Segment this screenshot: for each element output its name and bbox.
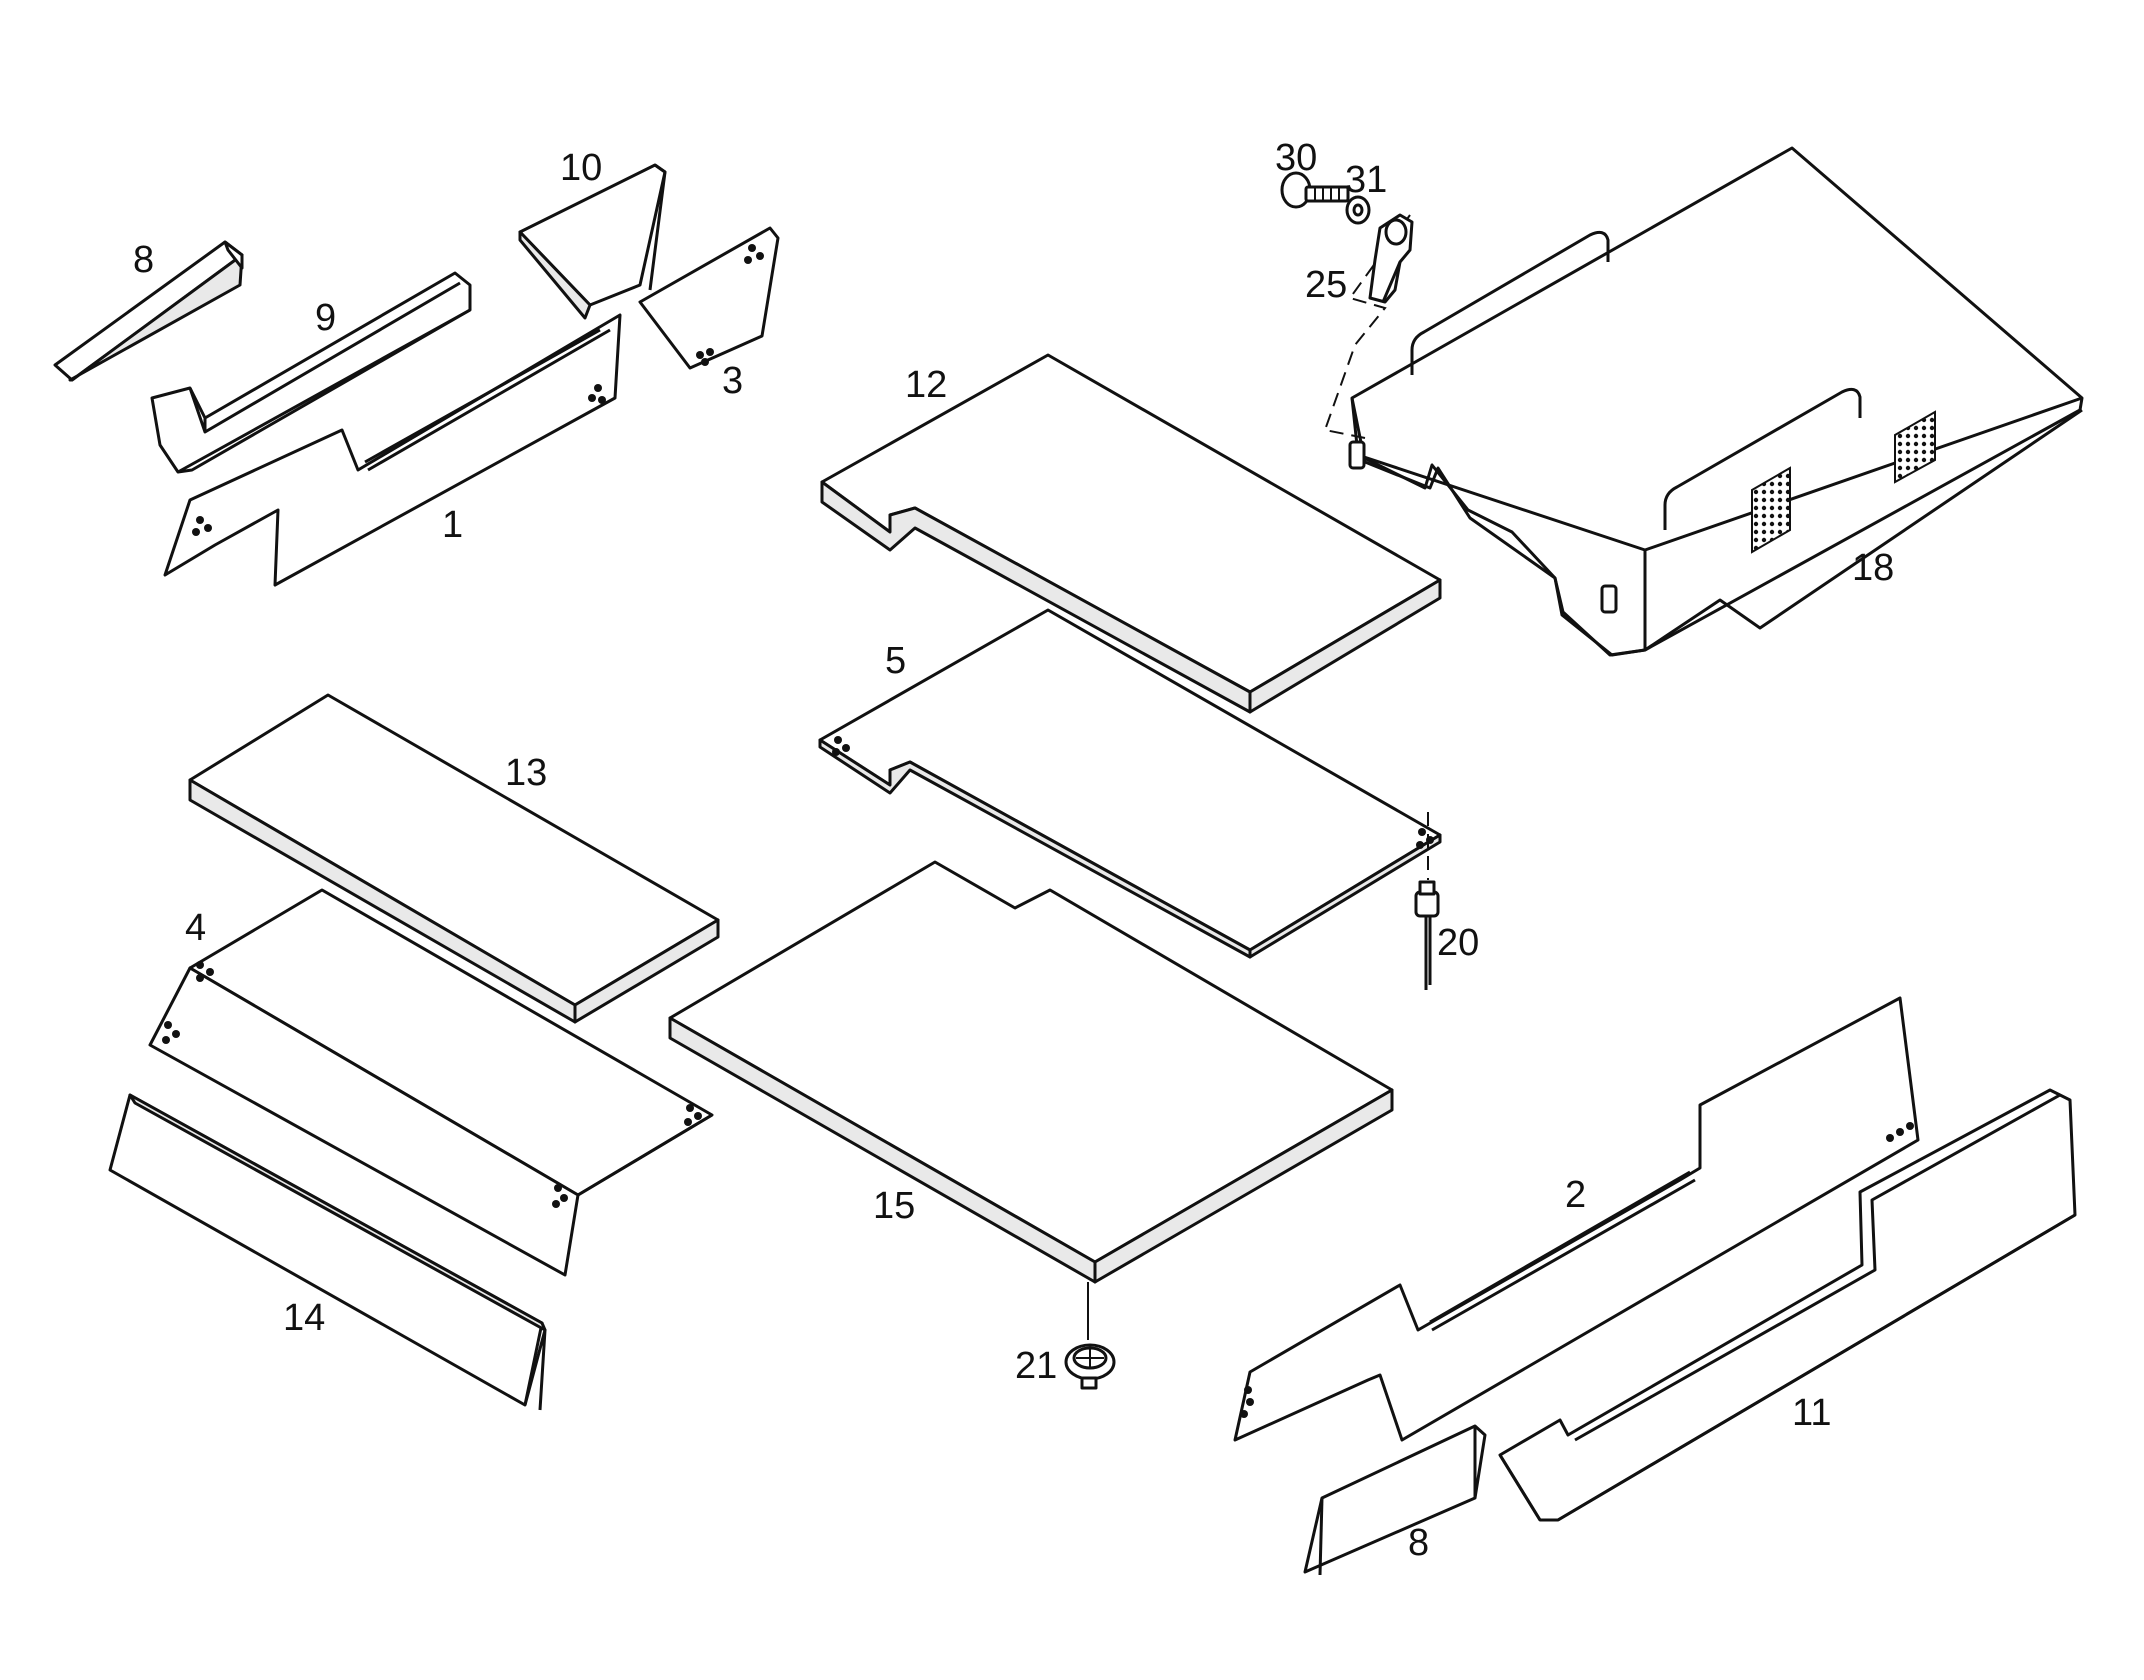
part-15-base-board bbox=[668, 860, 1394, 1340]
part-20-pin bbox=[1414, 880, 1440, 990]
label-part-20: 20 bbox=[1437, 922, 1479, 964]
label-part-18: 18 bbox=[1852, 547, 1894, 589]
label-part-30: 30 bbox=[1275, 137, 1317, 179]
part-25-latch bbox=[1368, 213, 1414, 304]
label-part-1: 1 bbox=[442, 504, 463, 546]
label-part-2: 2 bbox=[1565, 1174, 1586, 1216]
label-part-12: 12 bbox=[905, 364, 947, 406]
label-part-8-bottom: 8 bbox=[1408, 1522, 1429, 1564]
part-8-bottom-strip bbox=[1303, 1424, 1487, 1576]
part-1-side-panel bbox=[163, 313, 622, 587]
part-14-strip bbox=[108, 1093, 547, 1411]
label-part-13: 13 bbox=[505, 752, 547, 794]
part-21-foot bbox=[1064, 1343, 1116, 1390]
part-2-side-panel bbox=[1233, 996, 1920, 1442]
label-part-9: 9 bbox=[315, 297, 336, 339]
label-part-8-top: 8 bbox=[133, 239, 154, 281]
label-part-10: 10 bbox=[560, 147, 602, 189]
part-3-bracket bbox=[638, 226, 780, 370]
part-11-rail bbox=[1498, 1088, 2077, 1522]
part-8-top-strip bbox=[53, 240, 244, 382]
part-13-board bbox=[188, 693, 720, 1024]
part-30-screw bbox=[1280, 171, 1350, 209]
label-part-21: 21 bbox=[1015, 1345, 1057, 1387]
label-part-15: 15 bbox=[873, 1185, 915, 1227]
part-18-top-cover bbox=[1323, 146, 2084, 657]
label-part-14: 14 bbox=[283, 1297, 325, 1339]
part-12-top-board bbox=[820, 353, 1442, 714]
part-10-block bbox=[518, 163, 667, 320]
label-part-11: 11 bbox=[1792, 1392, 1831, 1434]
part-4-front-plate bbox=[148, 888, 714, 1277]
label-part-3: 3 bbox=[722, 360, 743, 402]
label-part-4: 4 bbox=[185, 907, 206, 949]
label-part-5: 5 bbox=[885, 640, 906, 682]
part-9-rail bbox=[150, 271, 472, 474]
label-part-31: 31 bbox=[1345, 159, 1387, 201]
part-5-plate bbox=[818, 608, 1442, 959]
label-part-25: 25 bbox=[1305, 264, 1347, 306]
part-31-washer bbox=[1345, 195, 1371, 225]
